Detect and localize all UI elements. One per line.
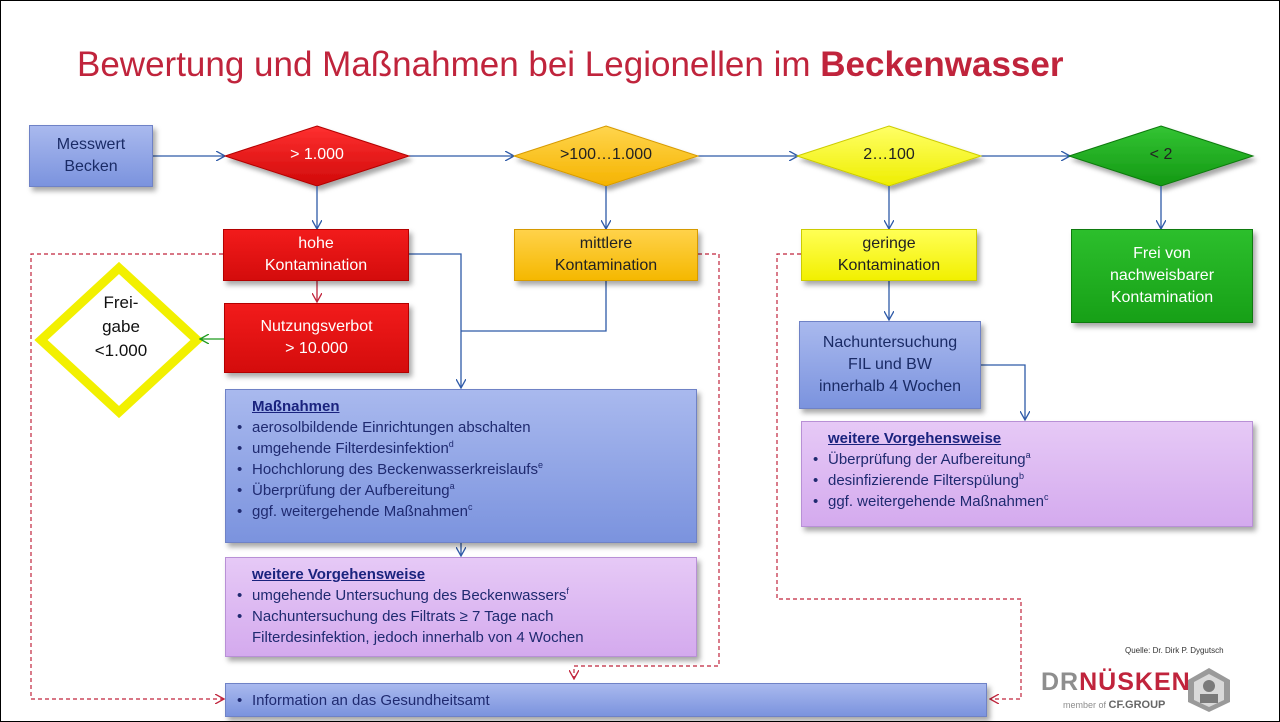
low-line2: Kontamination — [837, 257, 941, 274]
health-office-info-bar: Information an das Gesundheitsamt — [225, 683, 987, 717]
medium-line2: Kontamination — [554, 257, 658, 274]
title-bold: Beckenwasser — [820, 45, 1064, 84]
followup-right-item: desinfizierende Filterspülungb — [813, 470, 1240, 491]
none-line3: Kontamination — [1110, 289, 1214, 306]
high-contamination-box: hohe Kontamination — [223, 229, 409, 281]
measure-item: ggf. weitergehende Maßnahmenc — [237, 501, 684, 522]
source-note: Quelle: Dr. Dirk P. Dygutsch — [1125, 646, 1224, 655]
usage-ban-box: Nutzungsverbot > 10.000 — [224, 303, 409, 373]
measure-item: Überprüfung der Aufbereitunga — [237, 480, 684, 501]
measurement-line1: Messwert — [56, 136, 126, 153]
followup-right-item: Überprüfung der Aufbereitunga — [813, 449, 1240, 470]
diamond-low-label: 2…100 — [863, 146, 915, 163]
recheck-line3: innerhalb 4 Wochen — [818, 378, 962, 395]
no-contamination-box: Frei von nachweisbarer Kontamination — [1071, 229, 1253, 323]
measures-panel: Maßnahmen aerosolbildende Einrichtungen … — [225, 389, 697, 543]
recheck-box: Nachuntersuchung FIL und BW innerhalb 4 … — [799, 321, 981, 409]
recheck-line1: Nachuntersuchung — [822, 334, 958, 351]
followup-right-heading: weitere Vorgehensweise — [828, 430, 1002, 447]
medium-line1: mittlere — [579, 235, 633, 252]
diamond-none-label: < 2 — [1149, 146, 1173, 163]
measures-heading: Maßnahmen — [252, 398, 340, 415]
followup-left-heading: weitere Vorgehensweise — [252, 566, 426, 583]
high-line1: hohe — [298, 235, 334, 252]
release-diamond — [34, 261, 204, 419]
ban-line2: > 10.000 — [285, 340, 348, 357]
release-line2: gabe — [102, 317, 140, 336]
measurement-line2: Becken — [64, 158, 118, 175]
followup-left-item: Nachuntersuchung des Filtrats ≥ 7 Tage n… — [237, 606, 684, 627]
page-title: Bewertung und Maßnahmen bei Legionellen … — [77, 45, 1063, 85]
measure-item: umgehende Filterdesinfektiond — [237, 438, 684, 459]
release-line1: Frei- — [103, 293, 139, 312]
followup-left-item: umgehende Untersuchung des Beckenwassers… — [237, 585, 684, 606]
release-label: Frei- gabe <1.000 — [79, 291, 163, 363]
measure-item: aerosolbildende Einrichtungen abschalten — [237, 417, 684, 438]
followup-right-panel: weitere Vorgehensweise Überprüfung der A… — [801, 421, 1253, 527]
none-line2: nachweisbarer — [1109, 267, 1215, 284]
low-line1: geringe — [862, 235, 916, 252]
measure-item: Hochchlorung des Beckenwasserkreislaufse — [237, 459, 684, 480]
none-line1: Frei von — [1133, 245, 1191, 262]
title-normal: Bewertung und Maßnahmen bei Legionellen … — [77, 45, 821, 84]
followup-left-panel: weitere Vorgehensweise umgehende Untersu… — [225, 557, 697, 657]
medium-contamination-box: mittlere Kontamination — [514, 229, 698, 281]
followup-left-item-cont: Filterdesinfektion, jedoch innerhalb von… — [252, 629, 584, 646]
company-logo: DRNÜSKEN member of CF.GROUP — [1041, 666, 1241, 716]
logo-mark-icon — [1188, 668, 1230, 712]
diamond-medium-label: >100…1.000 — [559, 146, 653, 163]
release-line3: <1.000 — [94, 341, 148, 360]
low-contamination-box: geringe Kontamination — [801, 229, 977, 281]
diamond-high-label: > 1.000 — [290, 146, 344, 163]
measurement-box: Messwert Becken — [29, 125, 153, 187]
logo-member-text: member of CF.GROUP — [1063, 699, 1166, 711]
followup-right-item: ggf. weitergehende Maßnahmenc — [813, 491, 1240, 512]
logo-wordmark: DRNÜSKEN — [1041, 668, 1191, 696]
high-line2: Kontamination — [264, 257, 368, 274]
ban-line1: Nutzungsverbot — [260, 318, 373, 335]
recheck-line2: FIL und BW — [848, 356, 932, 373]
info-item: Information an das Gesundheitsamt — [237, 690, 974, 711]
